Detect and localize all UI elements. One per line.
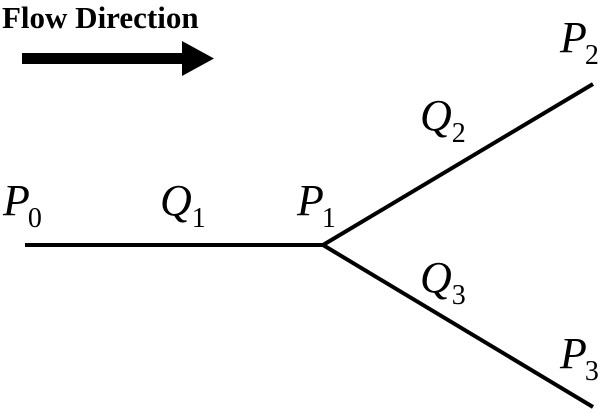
node-label-p0: P0	[2, 176, 42, 234]
pipe-segment-q3	[321, 243, 595, 409]
node-label-p1: P1	[296, 176, 336, 234]
node-label-p3: P3	[559, 329, 599, 387]
flow-label-q1: Q1	[160, 176, 206, 234]
flow-direction-title: Flow Direction	[2, 0, 199, 35]
node-label-p2: P2	[559, 13, 599, 71]
flow-label-q2: Q2	[420, 91, 466, 149]
right-arrow-icon	[22, 41, 214, 76]
pipe-segment-q2	[321, 82, 595, 247]
flow-label-q3: Q3	[420, 253, 466, 311]
